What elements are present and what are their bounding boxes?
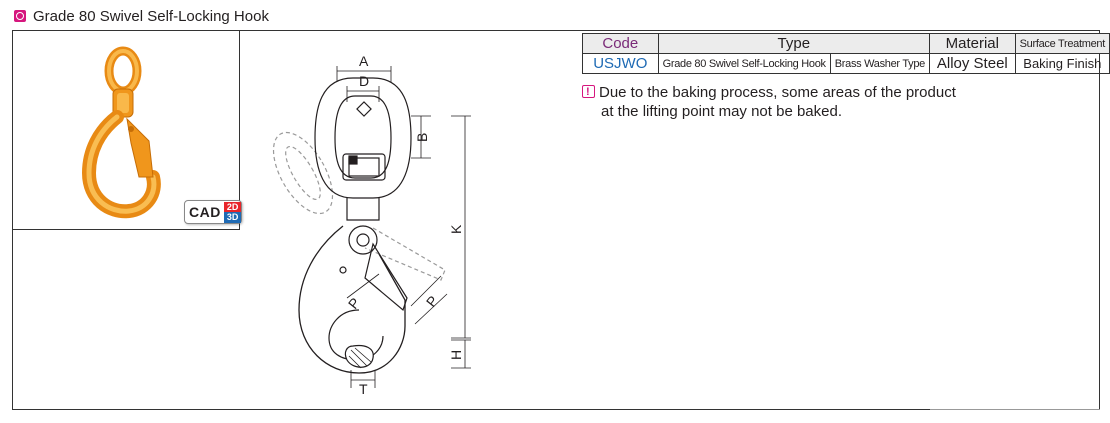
cell-code: USJWO (582, 53, 659, 74)
dim-label-p-inner: P (345, 295, 363, 312)
bottom-divider (930, 409, 1100, 410)
section-title: Grade 80 Swivel Self-Locking Hook (14, 6, 269, 26)
swivel-eye-outline (314, 77, 412, 199)
note-line-2: at the lifting point may not be baked. (601, 103, 842, 120)
product-note: Due to the baking process, some areas of… (582, 83, 956, 121)
spec-table-header-row: Code Type Material Surface Treatment (582, 33, 1110, 54)
cell-material: Alloy Steel (929, 53, 1016, 74)
dim-label-d: D (359, 73, 369, 89)
dim-label-k: K (448, 224, 464, 234)
dim-label-p-outer: P (423, 293, 441, 310)
cad-label: CAD (189, 204, 221, 220)
cad-3d-label: 3D (223, 211, 242, 223)
photo-latch (126, 117, 154, 178)
product-photo (81, 46, 161, 219)
cell-type-primary: Grade 80 Swivel Self-Locking Hook (657, 53, 831, 74)
technical-drawing: A D B K P P H T (272, 53, 471, 397)
dim-label-h: H (448, 350, 464, 360)
hook-body-outline (298, 225, 406, 374)
cell-surface-treatment: Baking Finish (1014, 53, 1110, 74)
cell-type-secondary: Brass Washer Type (829, 53, 931, 74)
warning-icon (582, 83, 595, 102)
header-type: Type (657, 33, 931, 54)
dimension-lines (336, 66, 471, 388)
spec-table: Code Type Material Surface Treatment USJ… (582, 33, 1110, 74)
dim-label-b: B (414, 133, 430, 142)
ghost-outline (272, 131, 446, 281)
note-line-1: Due to the baking process, some areas of… (599, 84, 956, 101)
dim-label-t: T (359, 381, 368, 397)
cad-download-badge[interactable]: CAD 2D 3D (184, 200, 243, 224)
section-marker-icon (14, 10, 26, 22)
product-photo-box (12, 30, 240, 230)
header-surface-treatment: Surface Treatment (1014, 33, 1110, 54)
latch-outline (364, 242, 408, 312)
dim-label-a: A (359, 53, 369, 69)
header-material: Material (929, 33, 1016, 54)
cad-2d-label: 2D (223, 201, 242, 212)
header-code: Code (582, 33, 659, 54)
section-title-text: Grade 80 Swivel Self-Locking Hook (33, 7, 269, 25)
spec-table-row: USJWO Grade 80 Swivel Self-Locking Hook … (582, 53, 1110, 74)
